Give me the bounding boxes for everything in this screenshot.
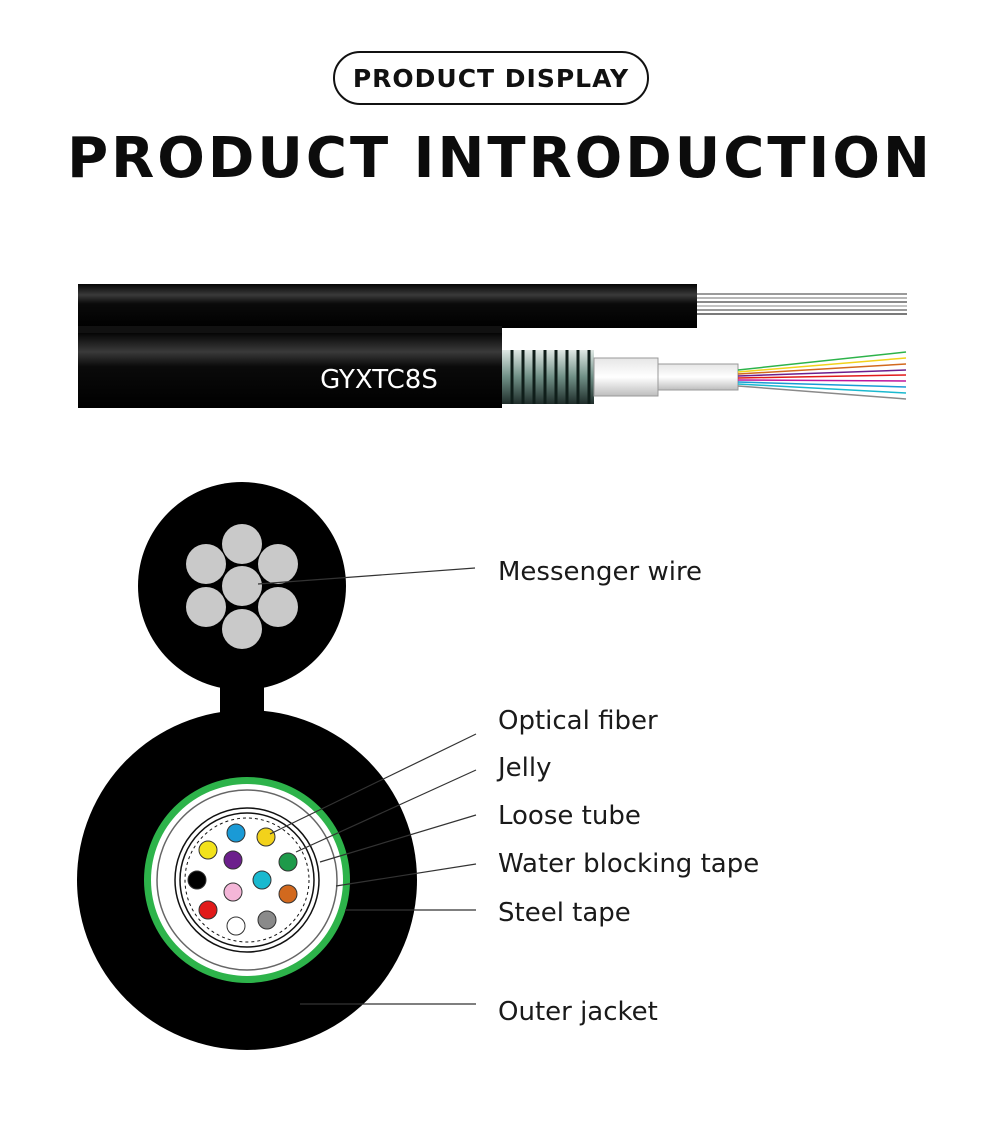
fiber-dot	[223, 850, 243, 870]
fiber-dot	[226, 916, 246, 936]
leader-lines	[257, 567, 477, 1005]
label-jelly: Jelly	[498, 753, 552, 783]
fiber-dot	[226, 823, 246, 843]
label-outer-jacket: Outer jacket	[498, 997, 658, 1027]
label-messenger-wire: Messenger wire	[498, 557, 703, 587]
messenger-jacket-side	[78, 284, 907, 328]
fiber-dot	[278, 852, 298, 872]
label-steel-tape: Steel tape	[498, 898, 631, 928]
messenger-cross-section	[138, 482, 346, 735]
label-loose-tube: Loose tube	[498, 801, 641, 831]
fiber-dot	[198, 840, 218, 860]
main-cable-side	[78, 333, 907, 408]
main-cross-section	[77, 710, 417, 1050]
fiber-dot	[198, 900, 218, 920]
fiber-dot	[223, 882, 243, 902]
label-water-blocking-tape: Water blocking tape	[498, 849, 760, 879]
fiber-dot	[252, 870, 272, 890]
fiber-dot	[278, 884, 298, 904]
optical-fibers	[187, 823, 298, 936]
fiber-dot	[187, 870, 207, 890]
page-title: PRODUCT INTRODUCTION	[67, 126, 933, 191]
product-display-badge: PRODUCT DISPLAY	[333, 51, 649, 105]
fiber-dot	[257, 910, 277, 930]
fiber-dot	[256, 827, 276, 847]
label-optical-fiber: Optical fiber	[498, 706, 658, 736]
cable-model-label: GYXTC8S	[320, 365, 438, 395]
jacket-web	[78, 326, 502, 334]
